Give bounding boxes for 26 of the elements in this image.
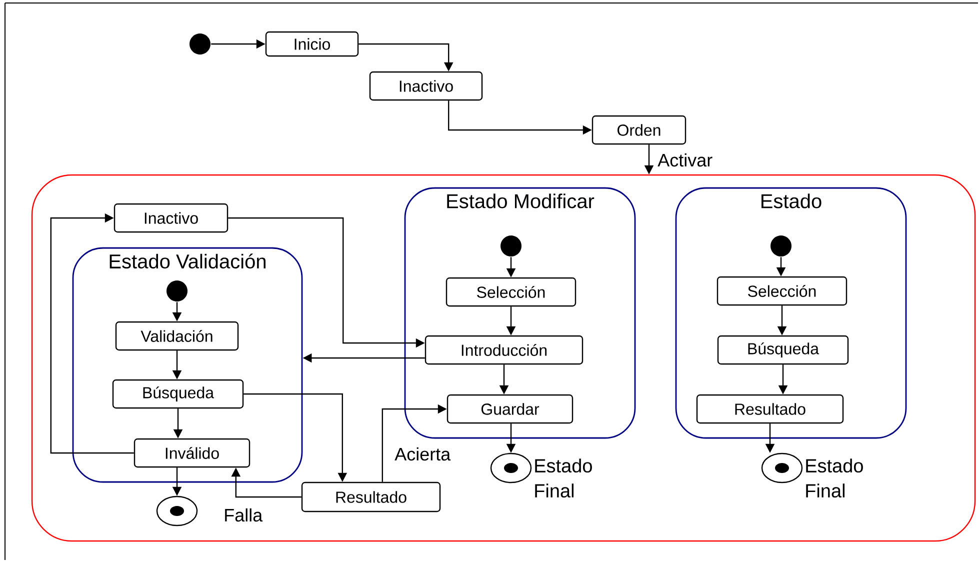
initial-state-dot: [500, 236, 522, 256]
region-box: [31, 174, 976, 542]
edge-label: Falla: [222, 507, 264, 523]
state-box: Búsqueda: [112, 379, 244, 409]
state-box: Búsqueda: [717, 335, 849, 365]
state-box: Orden: [592, 115, 686, 145]
initial-state-dot: [166, 280, 188, 302]
initial-state-dot: [190, 34, 210, 54]
arrow: [50, 213, 134, 454]
initial-state-dot: [770, 236, 792, 256]
state-box: Inactivo: [114, 203, 228, 233]
state-box: Selección: [716, 276, 848, 306]
state-box: Introducción: [424, 335, 584, 365]
state-box: Inválido: [134, 438, 250, 468]
state-box: Inicio: [265, 31, 359, 57]
state-box: Resultado: [696, 394, 844, 424]
edge-label: Acierta: [394, 446, 452, 462]
state-box: Validación: [115, 321, 239, 351]
state-box: Resultado: [301, 482, 441, 512]
state-box: Guardar: [446, 394, 574, 424]
state-caption: Estado Final: [535, 458, 592, 498]
state-caption: Estado Final: [806, 458, 863, 498]
state-box: Inactivo: [369, 71, 483, 101]
final-state-symbol: [156, 496, 198, 526]
edge-label: Activar: [656, 152, 714, 168]
state-box: Selección: [446, 277, 576, 307]
